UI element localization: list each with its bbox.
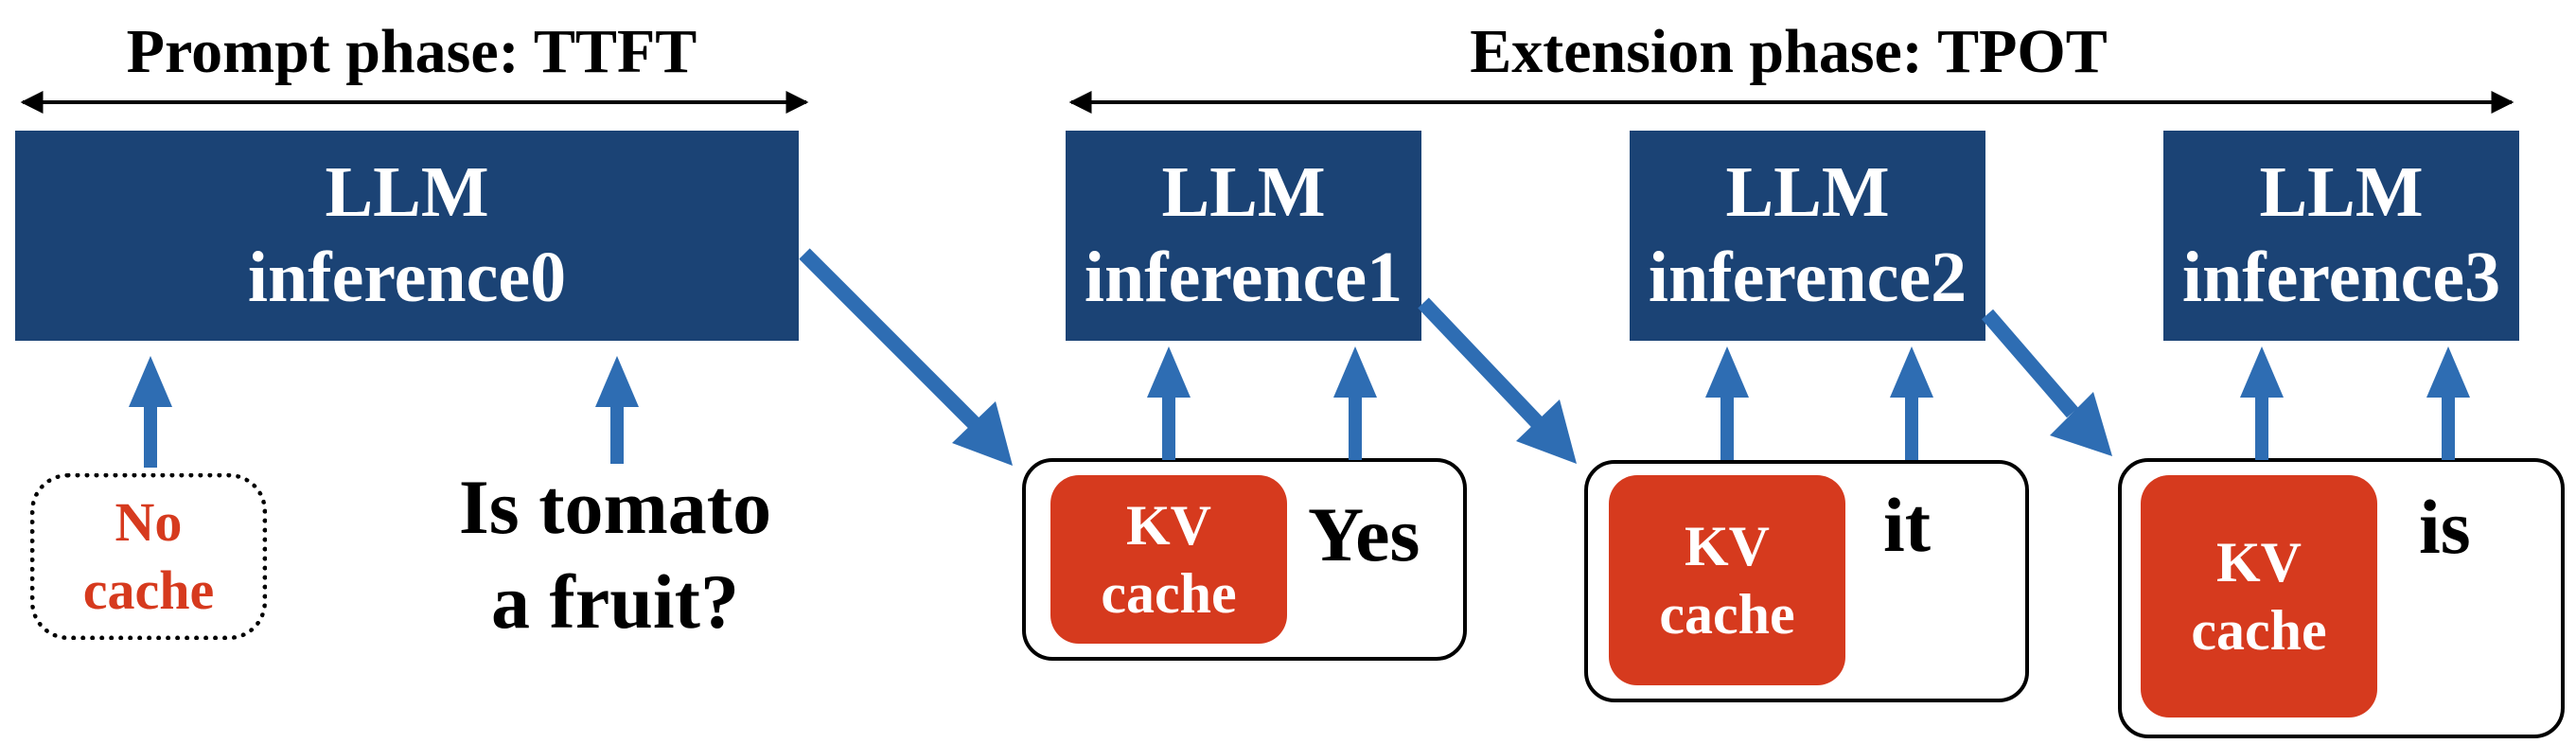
kv-label: KV: [1126, 494, 1211, 557]
llm-label: LLM: [1725, 152, 1890, 233]
no-cache-line2: cache: [82, 559, 215, 621]
inference-label: inference1: [1084, 238, 1403, 317]
llm-label: LLM: [325, 152, 489, 233]
up-arrow-no-cache: [129, 356, 172, 468]
token-is: is: [2419, 484, 2471, 570]
cache-label: cache: [2191, 599, 2327, 662]
kv-label: KV: [1685, 515, 1770, 577]
cache-label: cache: [1659, 583, 1795, 646]
inference-label: inference0: [247, 238, 567, 317]
token-yes: Yes: [1308, 491, 1420, 577]
no-cache-box: No cache: [30, 473, 267, 640]
llm-inference0-block: LLM inference0: [15, 131, 799, 341]
up-arrow-token-1: [1333, 346, 1377, 460]
token-it: it: [1883, 482, 1932, 568]
inference-label: inference3: [2181, 238, 2501, 317]
prompt-question-line1: Is tomato: [458, 464, 772, 550]
no-cache-line1: No: [115, 490, 183, 553]
up-arrow-kv-2: [1705, 346, 1749, 460]
kv-cache-block-2: KV cache: [1609, 475, 1845, 685]
extension-phase-title: Extension phase: TPOT: [1470, 17, 2108, 86]
up-arrow-token-3: [2426, 346, 2470, 460]
diagonal-arrow-0-to-1: [799, 248, 1013, 466]
up-arrow-kv-3: [2240, 346, 2284, 460]
kv-cache-block-3: KV cache: [2141, 475, 2377, 717]
kv-cache-block-1: KV cache: [1050, 475, 1287, 644]
up-arrow-prompt: [595, 356, 639, 464]
prompt-phase-title: Prompt phase: TTFT: [126, 17, 697, 86]
up-arrow-token-2: [1890, 346, 1933, 460]
prompt-question-line2: a fruit?: [491, 558, 739, 646]
prompt-question: Is tomato a fruit?: [416, 460, 814, 649]
up-arrow-kv-1: [1147, 346, 1191, 460]
llm-inference1-block: LLM inference1: [1066, 131, 1421, 341]
kv-label: KV: [2216, 531, 2302, 593]
diagonal-arrow-1-to-2: [1418, 297, 1577, 464]
llm-label: LLM: [2259, 152, 2424, 233]
llm-inference2-block: LLM inference2: [1630, 131, 1985, 341]
llm-inference3-block: LLM inference3: [2163, 131, 2519, 341]
inference-label: inference2: [1648, 238, 1967, 317]
llm-label: LLM: [1161, 152, 1326, 233]
diagonal-arrow-2-to-3: [1981, 309, 2112, 456]
cache-label: cache: [1101, 562, 1237, 625]
